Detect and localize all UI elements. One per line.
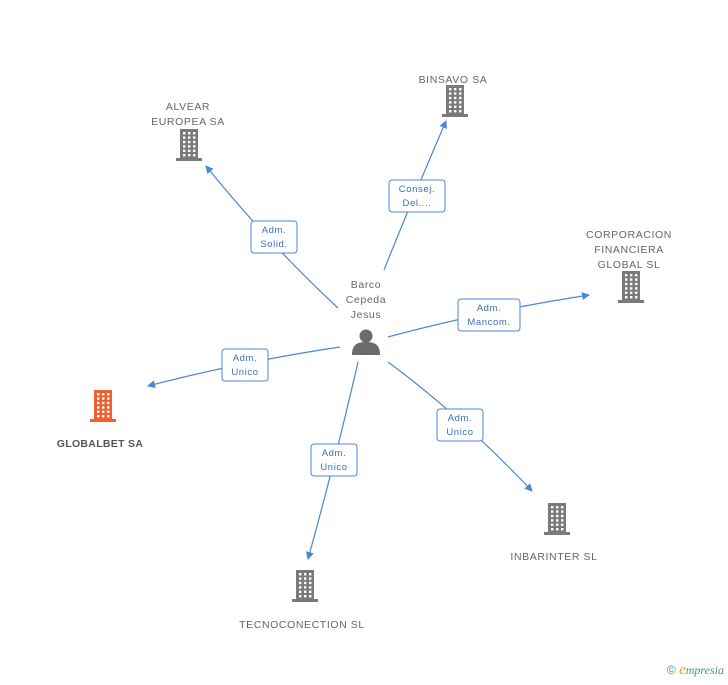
edge-label-text: Adm. Unico bbox=[320, 448, 347, 473]
edge-label-globalbet[interactable]: Adm. Unico bbox=[221, 348, 269, 382]
edge-label-box bbox=[221, 348, 269, 382]
edge-label-line: Unico bbox=[231, 367, 258, 378]
edge-label-line: Mancom. bbox=[467, 317, 510, 328]
edge-label-box bbox=[436, 408, 484, 442]
brand-name: mpresia bbox=[685, 663, 724, 677]
edge-label-line: Unico bbox=[446, 427, 473, 438]
inbarinter-label-line: INBARINTER SL bbox=[510, 551, 597, 563]
edge-label-line: Solid. bbox=[260, 239, 287, 250]
copyright-symbol: © bbox=[666, 663, 676, 677]
alvear-europea-label-line: ALVEAR bbox=[166, 101, 210, 113]
edge-label-text: Adm. Solid. bbox=[260, 225, 287, 250]
edge-label-box bbox=[457, 298, 521, 332]
tecnoconection-building-icon[interactable] bbox=[292, 570, 318, 602]
edge-label-line: Adm. bbox=[448, 413, 473, 424]
globalbet-building-icon[interactable] bbox=[90, 390, 116, 422]
alvear-europea-building-icon[interactable] bbox=[176, 129, 202, 161]
person-icon[interactable] bbox=[352, 329, 380, 356]
edge-label-line: Unico bbox=[320, 462, 347, 473]
edge-label-line: Adm. bbox=[322, 448, 347, 459]
corporacion-financiera-global-label-line: GLOBAL SL bbox=[598, 259, 661, 271]
edge-labels-layer: Adm. Solid. Consej. Del.... Adm. Mancom. Adm. U… bbox=[221, 179, 521, 477]
corporacion-financiera-global-label: CORPORACION FINANCIERA GLOBAL SL bbox=[586, 229, 672, 271]
globalbet-label-line: GLOBALBET SA bbox=[57, 438, 144, 450]
binsavo-building-icon[interactable] bbox=[442, 85, 468, 117]
brand-initial: e bbox=[679, 662, 686, 678]
edge-label-alvear[interactable]: Adm. Solid. bbox=[250, 220, 298, 254]
edge-label-line: Del.... bbox=[402, 198, 431, 209]
edge-label-line: Consej. bbox=[399, 184, 435, 195]
edge-label-line: Adm. bbox=[477, 303, 502, 314]
edge-label-binsavo[interactable]: Consej. Del.... bbox=[388, 179, 446, 213]
globalbet-label: GLOBALBET SA bbox=[57, 438, 144, 450]
alvear-europea-label: ALVEAR EUROPEA SA bbox=[151, 101, 225, 128]
corporacion-financiera-global-label-line: FINANCIERA bbox=[594, 244, 664, 256]
edge-label-line: Adm. bbox=[262, 225, 287, 236]
edge-label-box bbox=[388, 179, 446, 213]
edge-label-box bbox=[310, 443, 358, 477]
edge-label-tecnoconection[interactable]: Adm. Unico bbox=[310, 443, 358, 477]
edge-label-text: Consej. Del.... bbox=[399, 184, 435, 209]
binsavo-label-line: BINSAVO SA bbox=[419, 74, 488, 86]
brand-logo[interactable]: empresia bbox=[679, 662, 724, 678]
inbarinter-label: INBARINTER SL bbox=[510, 551, 597, 563]
inbarinter-building-icon[interactable] bbox=[544, 503, 570, 535]
edge-label-corporacion[interactable]: Adm. Mancom. bbox=[457, 298, 521, 332]
corporacion-financiera-global-label-line: CORPORACION bbox=[586, 229, 672, 241]
edge-label-box bbox=[250, 220, 298, 254]
edge-label-text: Adm. Unico bbox=[231, 353, 258, 378]
tecnoconection-label-line: TECNOCONECTION SL bbox=[239, 619, 365, 631]
person-name-line: Cepeda bbox=[346, 294, 386, 306]
person-name-line: Barco bbox=[351, 279, 381, 291]
tecnoconection-label: TECNOCONECTION SL bbox=[239, 619, 365, 631]
edge-label-text: Adm. Unico bbox=[446, 413, 473, 438]
edge-label-text: Adm. Mancom. bbox=[467, 303, 510, 328]
footer-credit: © empresia bbox=[667, 662, 724, 679]
edge-label-line: Adm. bbox=[233, 353, 258, 364]
alvear-europea-label-line: EUROPEA SA bbox=[151, 116, 225, 128]
corporacion-financiera-global-building-icon[interactable] bbox=[618, 271, 644, 303]
edge-label-inbarinter[interactable]: Adm. Unico bbox=[436, 408, 484, 442]
binsavo-label: BINSAVO SA bbox=[419, 74, 488, 86]
person-name-line: Jesus bbox=[351, 309, 381, 321]
